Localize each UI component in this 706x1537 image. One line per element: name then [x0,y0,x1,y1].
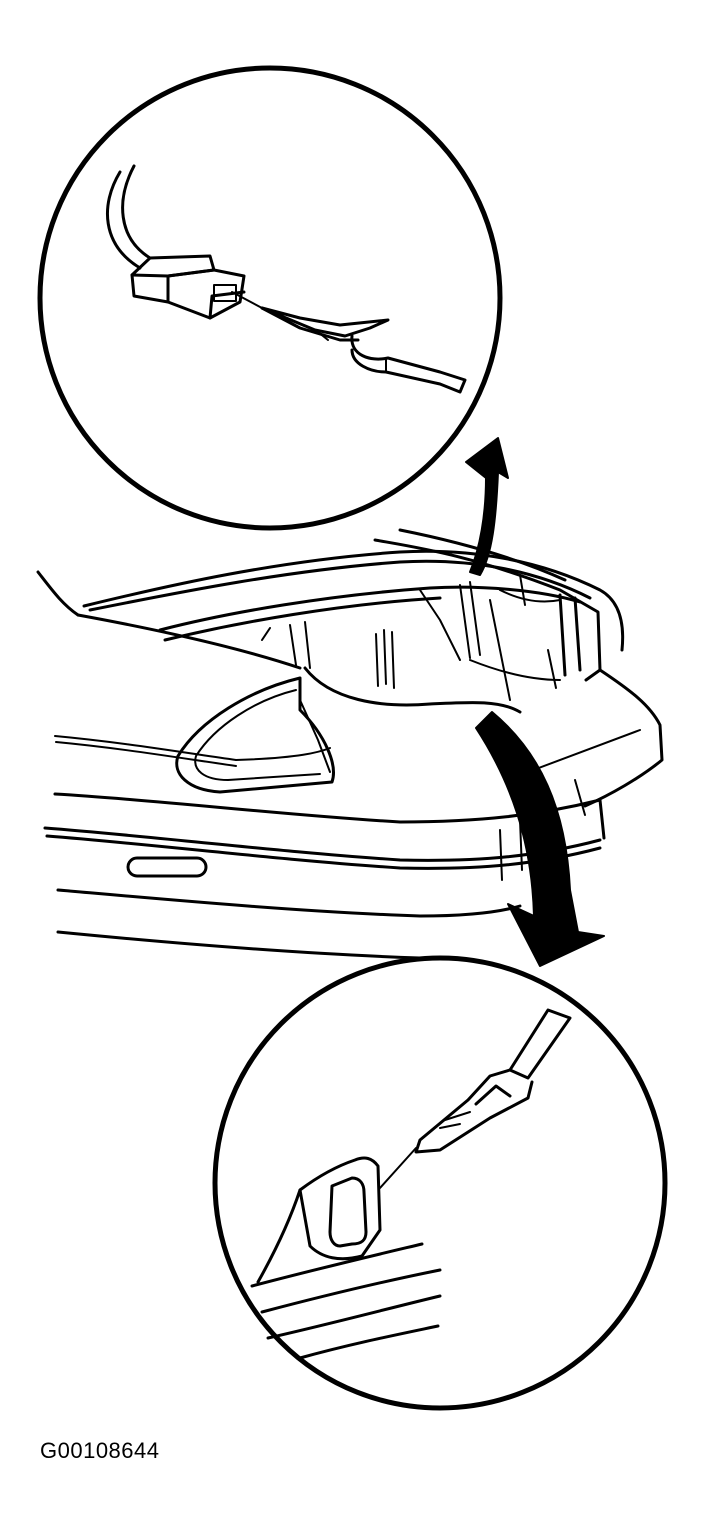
wire-harness-icon [105,164,152,270]
connector-detail-circle [37,65,503,531]
test-clip-icon [379,1008,572,1189]
ground-detail-circle [212,955,668,1411]
ground-terminal-icon [256,1156,382,1284]
panel-edge-icon [250,1242,442,1360]
figure-id-label: G00108644 [40,1438,160,1463]
arrow-up-icon [465,437,509,576]
connector-detail-view [37,65,503,531]
connector-icon [130,254,246,320]
test-clip-icon [231,291,467,394]
arrow-down-icon [475,711,605,967]
ground-detail-view [212,955,668,1411]
